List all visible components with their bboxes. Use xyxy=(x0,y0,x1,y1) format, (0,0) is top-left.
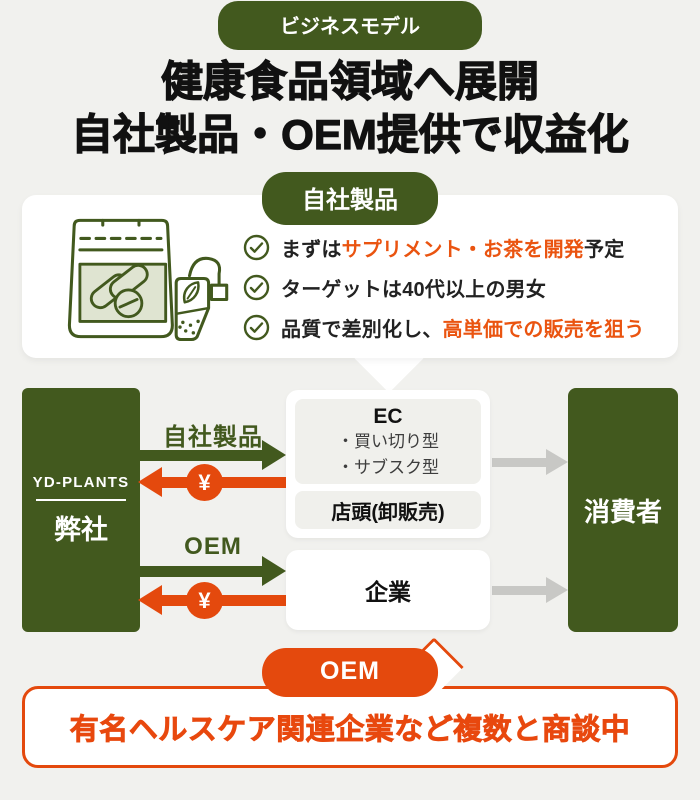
consumer-box: 消費者 xyxy=(568,388,678,632)
check-circle-icon xyxy=(243,274,270,300)
own-product-badge: 自社製品 xyxy=(262,172,438,225)
oem-route-arrowhead-left xyxy=(138,585,162,615)
ec-item: ・サブスク型 xyxy=(337,458,439,478)
top-category-badge: ビジネスモデル xyxy=(218,1,482,50)
bullet-pre: まずは xyxy=(281,238,342,261)
company-name: 弊社 xyxy=(54,514,108,545)
consumer-arrow-bottom xyxy=(492,586,548,595)
check-circle-icon xyxy=(243,314,270,340)
oem-route-label: OEM xyxy=(184,533,242,560)
company-divider xyxy=(36,498,126,501)
title-line-2: 自社製品・OEM提供で収益化 xyxy=(71,110,630,158)
page-title: 健康食品領域へ展開 自社製品・OEM提供で収益化 xyxy=(0,56,700,161)
bullet-text: まずはサプリメント・お茶を開発予定 xyxy=(281,233,624,262)
own-route-arrow-right xyxy=(140,450,264,461)
bullet-row: 品質で差別化し、高単価での販売を狙う xyxy=(243,310,645,344)
sales-channel-card: EC ・買い切り型 ・サブスク型 店頭(卸販売) xyxy=(286,390,490,538)
corporate-client-box: 企業 xyxy=(286,550,490,630)
check-circle-icon xyxy=(243,234,270,260)
bullet-text: 品質で差別化し、高単価での販売を狙う xyxy=(281,313,645,342)
bullet-post: 予定 xyxy=(584,238,625,261)
oem-route-arrowhead-right xyxy=(262,556,286,586)
supplement-pouch-teabag-icon xyxy=(67,218,229,342)
own-product-bullet-list: まずはサプリメント・お茶を開発予定 ターゲットは40代以上の男女 品質で差別化し… xyxy=(243,230,645,350)
bullet-highlight: 高単価での販売を狙う xyxy=(442,318,645,341)
yen-badge-oem: ¥ xyxy=(186,582,223,619)
ec-channel-box: EC ・買い切り型 ・サブスク型 xyxy=(295,399,481,484)
yen-badge-own: ¥ xyxy=(186,464,223,501)
oem-route-arrow-right xyxy=(140,566,264,577)
consumer-arrowhead-bottom xyxy=(546,577,568,603)
retail-channel-box: 店頭(卸販売) xyxy=(295,491,481,529)
own-route-label: 自社製品 xyxy=(163,424,263,451)
oem-callout-box: 有名ヘルスケア関連企業など複数と商談中 xyxy=(22,686,678,768)
consumer-arrow-top xyxy=(492,458,548,467)
own-route-arrowhead-right xyxy=(262,440,286,470)
ec-title: EC xyxy=(373,405,403,428)
oem-callout-message: 有名ヘルスケア関連企業など複数と商談中 xyxy=(69,714,631,747)
company-box: YD-PLANTS 弊社 xyxy=(22,388,140,632)
bullet-text: ターゲットは40代以上の男女 xyxy=(281,273,546,302)
oem-badge: OEM xyxy=(262,648,438,697)
bullet-pre: ターゲットは40代以上の男女 xyxy=(281,278,547,301)
bullet-pre: 品質で差別化し、 xyxy=(281,318,443,341)
bullet-row: ターゲットは40代以上の男女 xyxy=(243,270,645,304)
company-logo: YD-PLANTS xyxy=(32,473,130,491)
product-illustration xyxy=(48,207,230,355)
bullet-row: まずはサプリメント・お茶を開発予定 xyxy=(243,230,645,264)
ec-item: ・買い切り型 xyxy=(337,432,439,451)
bullet-highlight: サプリメント・お茶を開発 xyxy=(341,238,585,261)
title-line-1: 健康食品領域へ展開 xyxy=(160,57,539,105)
consumer-arrowhead-top xyxy=(546,449,568,475)
own-route-arrowhead-left xyxy=(138,467,162,497)
